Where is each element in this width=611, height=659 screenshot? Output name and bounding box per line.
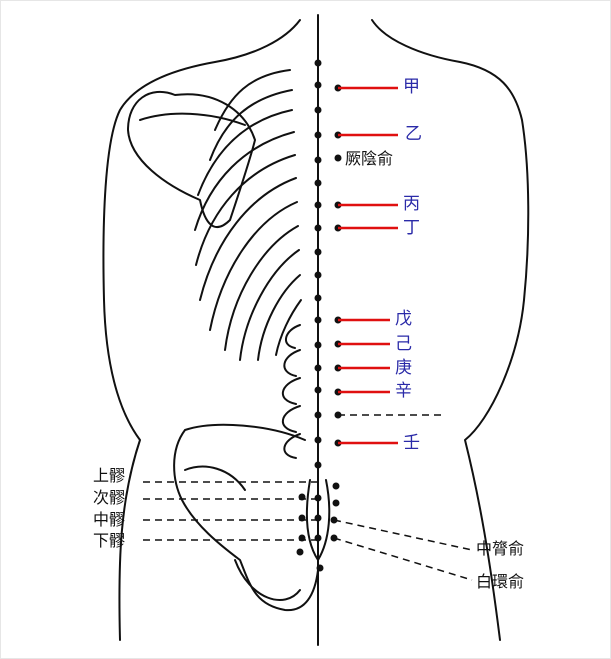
- label-geng: 庚: [395, 358, 412, 378]
- label-zhonglushu: 中膂俞: [476, 539, 525, 558]
- body-outline-right: [371, 19, 530, 641]
- lumbar-vertebrae: [282, 324, 301, 459]
- label-ding: 丁: [403, 218, 420, 238]
- acupoint-dots: [296, 59, 342, 572]
- label-xialiao: 下髎: [93, 531, 126, 550]
- sacrum: [305, 479, 331, 561]
- label-yi: 乙: [405, 124, 422, 144]
- label-wu: 戊: [395, 309, 412, 329]
- label-bing: 丙: [403, 194, 420, 214]
- scapula: [127, 90, 256, 228]
- label-shangliao: 上髎: [93, 466, 126, 485]
- label-jia: 甲: [403, 77, 420, 97]
- label-ren: 壬: [403, 433, 420, 453]
- body-outline-left: [102, 19, 301, 641]
- dashed-pointer-lines: [143, 414, 473, 581]
- label-baihuanshu: 白環俞: [476, 572, 525, 591]
- ribcage: [194, 69, 302, 361]
- label-jueyinshu: 厥陰俞: [345, 149, 394, 168]
- label-ji: 己: [395, 334, 412, 354]
- label-zhongliao: 中髎: [93, 510, 126, 529]
- label-ciliao: 次髎: [93, 488, 126, 507]
- red-pointer-lines: [338, 86, 398, 445]
- pelvis: [173, 423, 319, 612]
- label-xin: 辛: [395, 381, 412, 401]
